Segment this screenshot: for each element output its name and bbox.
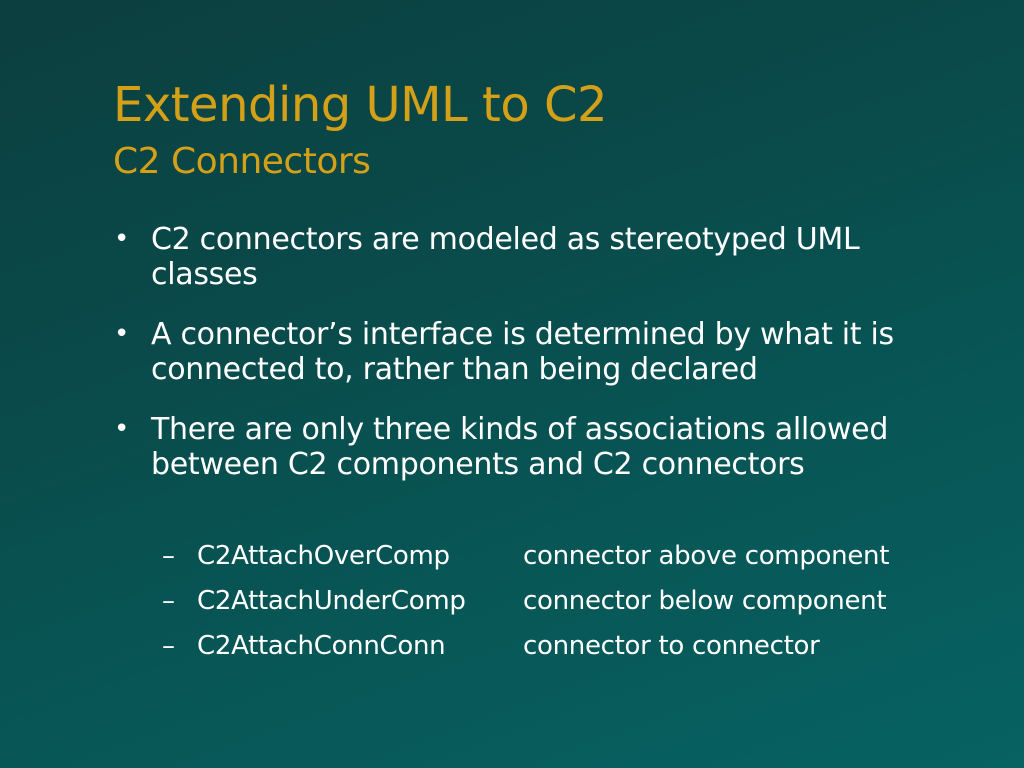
bullet-list: • C2 connectors are modeled as stereotyp…: [110, 222, 950, 507]
bullet-mark: •: [114, 224, 130, 254]
association-name: C2AttachOverComp: [197, 541, 450, 571]
slide-title: Extending UML to C2: [113, 77, 608, 133]
association-item: – C2AttachConnConn connector to connecto…: [162, 628, 982, 673]
bullet-item: • A connector’s interface is determined …: [110, 317, 950, 387]
association-name: C2AttachUnderComp: [197, 586, 466, 616]
association-description: connector above component: [523, 541, 890, 571]
bullet-item: • C2 connectors are modeled as stereotyp…: [110, 222, 950, 292]
bullet-item: • There are only three kinds of associat…: [110, 412, 950, 482]
slide-subtitle: C2 Connectors: [113, 141, 371, 182]
sub-dash: –: [162, 541, 175, 571]
association-name: C2AttachConnConn: [197, 631, 446, 661]
association-item: – C2AttachUnderComp connector below comp…: [162, 583, 982, 628]
bullet-text: A connector’s interface is determined by…: [151, 317, 894, 387]
association-list: – C2AttachOverComp connector above compo…: [162, 538, 982, 673]
association-item: – C2AttachOverComp connector above compo…: [162, 538, 982, 583]
sub-dash: –: [162, 586, 175, 616]
bullet-mark: •: [114, 414, 130, 444]
bullet-text: C2 connectors are modeled as stereotyped…: [151, 222, 860, 292]
association-description: connector to connector: [523, 631, 820, 661]
bullet-mark: •: [114, 319, 130, 349]
sub-dash: –: [162, 631, 175, 661]
association-description: connector below component: [523, 586, 887, 616]
bullet-text: There are only three kinds of associatio…: [151, 412, 889, 482]
